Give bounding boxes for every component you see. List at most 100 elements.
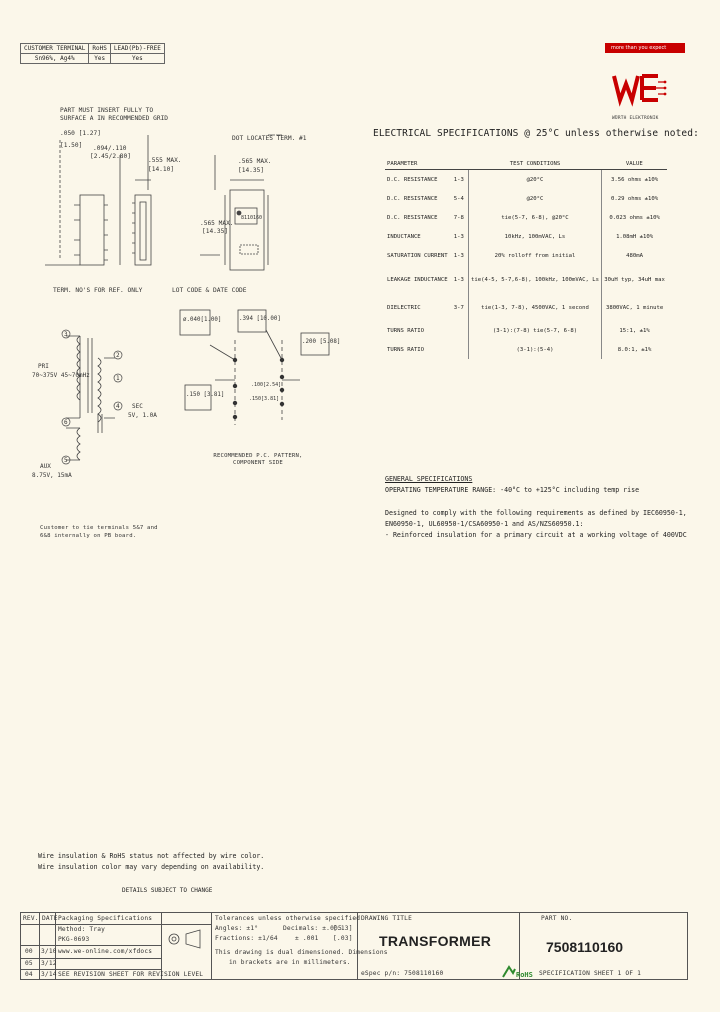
packaging-num: PKG-0693 (58, 936, 90, 943)
table-row: TURNS RATIO(3-1):(5-4)8.0:1, ±1% (385, 340, 667, 359)
grid-label: RECOMMENDED P.C. PATTERN, COMPONENT SIDE (213, 453, 303, 466)
pri-detail: 70~375V 45~70mHz (32, 372, 90, 379)
mechanical-drawing: PART MUST INSERT FULLY TO SURFACE A IN R… (45, 107, 307, 294)
leadfree-value: Yes (109, 53, 165, 64)
rev-header: REV. (23, 915, 39, 922)
designed-line-3: - Reinforced insulation for a primary ci… (385, 531, 687, 539)
dual-dim-note-2: in brackets are in millimeters. (229, 959, 351, 966)
wire-notes: Wire insulation & RoHS status not affect… (38, 851, 264, 873)
date-00: 3/10 (41, 948, 57, 955)
elec-header-param: PARAMETER (385, 158, 450, 170)
pin-5: 5 (64, 457, 68, 464)
sec-detail: 5V, 1.0A (128, 412, 157, 419)
we-logo-icon (612, 74, 667, 107)
packaging-title: Packaging Specifications (58, 915, 153, 922)
rev-00: 00 (25, 948, 33, 955)
body-front-outline (134, 194, 152, 266)
customer-note: Customer to tie terminals 5&7 and 6&8 in… (40, 525, 158, 539)
rohs-header: RoHS (88, 43, 111, 54)
tol-fractions: Fractions: ±1/64 (215, 935, 278, 942)
body-top-outline (229, 189, 265, 271)
dim-g1: ø.040[1.00] (183, 317, 221, 323)
pin-6: 6 (64, 419, 68, 426)
dim-g6: .150[3.81] (249, 396, 279, 402)
table-row: TURNS RATIO(3-1):(7-8) tie(5-7, 6-8)15:1… (385, 321, 667, 340)
elec-spec-title: ELECTRICAL SPECIFICATIONS @ 25°C unless … (373, 128, 699, 139)
part-label: PART NO. (541, 915, 573, 922)
insert-note-1: PART MUST INSERT FULLY TO (60, 107, 153, 114)
pin-1: 1 (116, 375, 120, 382)
drawing-title: TRANSFORMER (379, 933, 492, 949)
rev-05: 05 (25, 960, 33, 967)
dim-565mm: [14.35] (238, 167, 264, 174)
aux-label: AUX (40, 463, 51, 470)
tol-dec1: Decimals: ±.005 (283, 925, 342, 932)
sheet-label: SPECIFICATION SHEET 1 OF 1 (539, 970, 642, 977)
pin-2: 2 (116, 352, 120, 359)
dim-094mm: [2.45/2.80] (90, 153, 131, 160)
spec-pn: eSpec p/n: 7508110160 (361, 970, 444, 977)
dim-050b: [1.50] (60, 142, 82, 149)
tol-dec2mm: [.03] (333, 935, 353, 942)
dim-050: .050 [1.27] (60, 130, 101, 137)
packaging-method: Method: Tray (58, 926, 106, 933)
sec-label: SEC (132, 403, 143, 410)
dim-094: .094/.110 (93, 145, 127, 152)
dim-g2: .394 [10.00] (239, 316, 281, 322)
designed-line-2: EN60950-1, UL60950-1/CSA60950-1 and AS/N… (385, 520, 584, 528)
brand-subname: WÜRTH ELEKTRONIK (612, 116, 659, 121)
title-block: REV. DATE Packaging Specifications Metho… (20, 912, 688, 980)
details-note: DETAILS SUBJECT TO CHANGE (122, 887, 213, 894)
dim-555mm: [14.10] (148, 166, 174, 173)
elec-header-cond: TEST CONDITIONS (468, 158, 602, 170)
elec-header-value: VALUE (601, 158, 667, 170)
term-note: TERM. NO'S FOR REF. ONLY (53, 287, 143, 294)
pcb-pattern: ø.040[1.00] .394 [10.00] .200 [5.08] .15… (179, 309, 340, 466)
operating-temp: OPERATING TEMPERATURE RANGE: -40°C to +1… (385, 486, 640, 494)
dual-dim-note: This drawing is dual dimensioned. Dimens… (215, 949, 388, 956)
pin-3: 3 (64, 331, 68, 338)
dim-g5: .100[2.54] (251, 382, 281, 388)
part-number: 7508110160 (546, 939, 624, 955)
revision-note: SEE REVISION SHEET FOR REVISION LEVEL (58, 971, 204, 978)
tol-dec2: ± .001 (295, 935, 319, 942)
designed-line-1: Designed to comply with the following re… (385, 509, 687, 517)
elec-spec-table: PARAMETER TEST CONDITIONS VALUE D.C. RES… (385, 158, 667, 359)
dim-555: .555 MAX. (148, 157, 182, 164)
tol-title: Tolerances unless otherwise specified (215, 915, 361, 922)
svg-text:RoHS: RoHS (516, 971, 533, 979)
rev-04: 04 (25, 971, 33, 978)
dim-g3: .200 [5.08] (302, 339, 340, 345)
dim-565bmm: [14.35] (202, 228, 228, 235)
general-heading: GENERAL SPECIFICATIONS (385, 475, 473, 483)
tol-dec1mm: [.13] (333, 925, 353, 932)
dim-565b: .565 MAX. (200, 220, 234, 227)
body-side-outline (79, 194, 105, 266)
website-link[interactable]: www.we-online.com/xfdocs (58, 948, 153, 955)
brand-tagline-bar: more than you expect (605, 43, 685, 53)
date-header: DATE (42, 915, 58, 922)
leadfree-header: LEAD(Pb)-FREE (109, 43, 165, 54)
terminal-header: CUSTOMER TERMINAL (19, 43, 90, 54)
dot-locates-note: DOT LOCATES TERM. #1 (232, 135, 307, 142)
wire-note-2: Wire insulation color may vary depending… (38, 863, 265, 871)
lot-code-note: LOT CODE & DATE CODE (172, 287, 247, 294)
marking-pn: 8110160 (241, 215, 262, 221)
schematic-diagram: 3 2 1 4 6 5 PRI 70~375V 45~70mHz SEC 5V,… (32, 329, 158, 539)
pri-label: PRI (38, 363, 49, 370)
date-05: 3/12 (41, 960, 57, 967)
insert-note-2: SURFACE A IN RECOMMENDED GRID (60, 115, 168, 122)
drawing-title-label: DRAWING TITLE (361, 915, 413, 922)
aux-detail: 8.75V, 15mA (32, 472, 72, 479)
general-specs: GENERAL SPECIFICATIONS OPERATING TEMPERA… (385, 474, 687, 541)
dim-565: .565 MAX. (238, 158, 272, 165)
rohs-value: Yes (88, 53, 111, 64)
tol-angles: Angles: ±1° (215, 925, 259, 932)
